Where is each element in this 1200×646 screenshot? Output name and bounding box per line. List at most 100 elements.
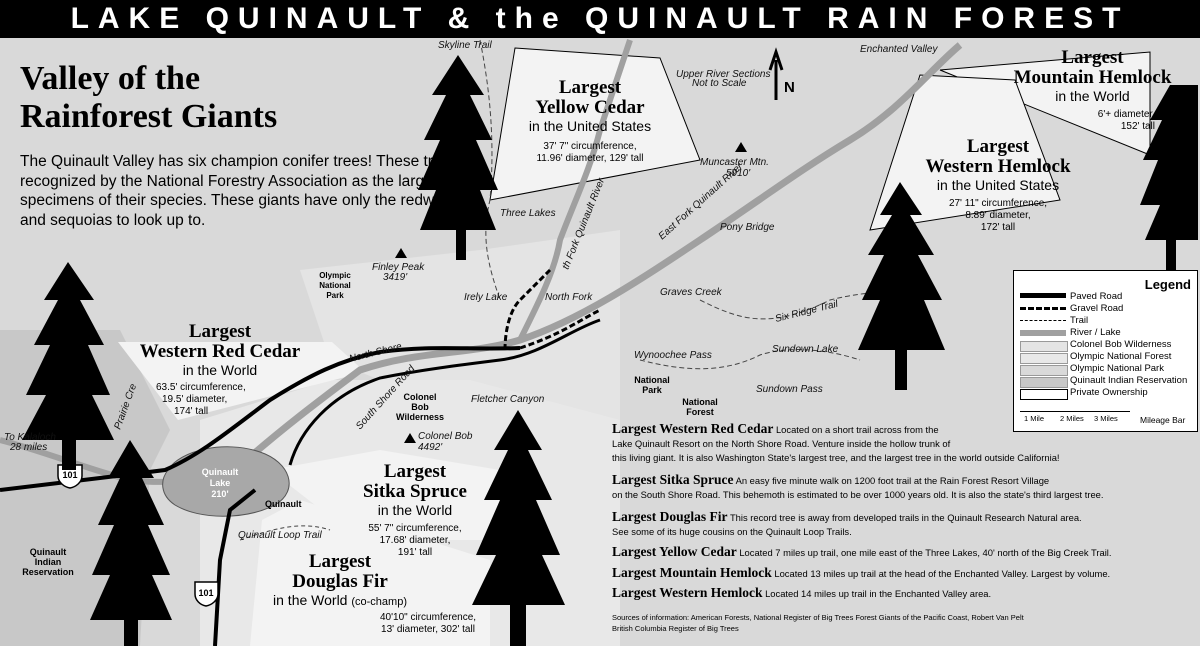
mountain-hemlock-line2: Mountain Hemlock [1013,67,1172,88]
scale-2-miles: 2 Miles [1060,414,1084,423]
north-fork-label: North Fork [545,292,593,303]
description-mountain-hemlock: Largest Mountain Hemlock Located 13 mile… [612,566,1197,581]
description-red-cedar-line2: Lake Quinault Resort on the North Shore … [612,438,951,449]
colonel-bob-elev-label: 4492' [418,442,443,453]
north-label: N [784,79,795,96]
legend-item-river: River / Lake [1070,327,1121,338]
western-hemlock-line1: Largest [966,136,1030,157]
legend-item-wilderness: Colonel Bob Wilderness [1070,339,1172,350]
finley-peak-marker [395,248,407,258]
sitka-spruce-line3: in the World [377,502,453,518]
wilderness-area [300,230,620,420]
yellow-cedar-line3: in the United States [528,118,652,134]
douglas-fir-callout: Largest Douglas Fir in the World (co-cha… [255,552,425,611]
description-sitka-line2: on the South Shore Road. This behemoth i… [612,489,1104,500]
kalaloch-miles-label: 28 miles [9,442,47,453]
red-cedar-callout-panel [118,342,365,420]
sundown-lake-label: Sundown Lake [772,344,839,355]
colonel-bob-label-3: Wilderness [396,412,444,422]
hwy-101-label-a: 101 [62,470,77,480]
description-sitka-head: Largest Sitka Spruce [612,472,734,487]
red-cedar-line2: Western Red Cedar [139,341,301,362]
yellow-cedar-m1: 37' 7" circumference, [543,141,637,152]
legend-title: Legend [1144,277,1191,292]
sources-line2: British Columbia Register of Big Trees [612,624,739,633]
tree-western-hemlock [858,182,945,390]
description-yellow-cedar: Largest Yellow Cedar Located 7 miles up … [612,545,1197,560]
reservation-label-1: Quinault [30,547,67,557]
olympic-np-label-3: Park [326,291,344,300]
upper-river-label: Upper River Sections [676,69,770,80]
sitka-spruce-m3: 191' tall [397,547,433,558]
description-sitka-line1: An easy five minute walk on 1200 foot tr… [735,475,1050,486]
east-fork-river [232,42,963,473]
title-line-2: Rainforest Giants [20,98,278,135]
description-western-hemlock: Largest Western Hemlock Located 14 miles… [612,586,1197,601]
legend-item-paved: Paved Road [1070,291,1123,302]
western-hemlock-line2: Western Hemlock [925,156,1071,177]
sources: Sources of information: American Forests… [612,612,1197,634]
three-lakes-label: Three Lakes [500,208,556,219]
description-western-head: Largest Western Hemlock [612,585,763,600]
page-title: Valley of the Rainforest Giants [20,60,277,136]
banner-title: LAKE QUINAULT & the QUINAULT RAIN FOREST [0,0,1200,38]
description-red-cedar-head: Largest Western Red Cedar [612,421,774,436]
mountain-hemlock-line3: in the World [1055,88,1130,104]
intro-paragraph: The Quinault Valley has six champion con… [20,153,485,229]
description-red-cedar-line3: this living giant. It is also Washington… [612,452,1060,463]
national-forest-label-1: National [682,397,718,407]
sitka-spruce-m2: 17.68' diameter, [379,535,451,546]
colonel-bob-peak-label: Colonel Bob [418,431,473,442]
sitka-spruce-line1: Largest [383,461,447,482]
legend-item-private: Private Ownership [1070,387,1148,398]
legend-item-reservation: Quinault Indian Reservation [1070,375,1188,386]
finley-peak-label: Finley Peak [372,262,425,273]
legend-swatch-private [1020,389,1068,400]
description-mountain-head: Largest Mountain Hemlock [612,565,772,580]
tree-douglas-fir [90,440,172,646]
to-kalaloch-label: To Kalaloch [4,432,56,443]
skyline-trail-label: Skyline Trail [438,40,492,51]
legend-swatch-trail [1020,320,1066,321]
yellow-cedar-line1: Largest [558,77,622,98]
description-red-cedar-line1: Located on a short trail across from the [775,424,939,435]
mountain-hemlock-m2: 152' tall [1120,121,1155,132]
highway-101-shield-b [194,581,219,607]
north-fork-river [517,39,633,342]
yellow-cedar-line2: Yellow Cedar [535,97,645,118]
mountain-hemlock-callout-panel [939,51,1151,156]
wynoochee-label: Wynoochee Pass [634,350,712,361]
douglas-fir-line1: Largest [308,551,372,572]
gravel-road [519,308,601,350]
north-fork-gravel-road [503,268,552,351]
red-cedar-m1: 63.5' circumference, [156,382,246,393]
reservation-label-2: Indian [35,557,62,567]
finley-elev-label: 3419' [383,272,408,283]
not-to-scale-label: Not to Scale [692,78,747,89]
description-red-cedar: Largest Western Red Cedar Located on a s… [612,422,1197,465]
lake-label-3: 210' [211,489,228,499]
tree-mountain-hemlock [1140,85,1198,270]
lake-label-2: Lake [210,478,231,488]
western-hemlock-m2: 8.89' diameter, [965,210,1031,221]
description-yellow-head: Largest Yellow Cedar [612,544,737,559]
legend-swatch-wilderness [1020,341,1068,352]
legend-swatch-forest [1020,353,1068,364]
douglas-fir-measurements: 40'10" circumference, 13' diameter, 302'… [358,612,498,636]
sundown-pass-label: Sundown Pass [756,384,823,395]
muncaster-marker [735,142,747,152]
lake-label-1: Quinault [202,467,239,477]
western-hemlock-callout-panel [869,74,1061,231]
mileage-bar-label: Mileage Bar [1140,415,1186,425]
description-douglas-head: Largest Douglas Fir [612,509,728,524]
mountain-hemlock-line1: Largest [1061,47,1124,68]
scale-1-mile: 1 Mile [1024,414,1045,423]
description-sitka-spruce: Largest Sitka Spruce An easy five minute… [612,473,1197,502]
wynoochee-trail [639,349,861,370]
mountain-hemlock-callout: Largest Mountain Hemlock in the World 6'… [1000,48,1185,133]
colonel-bob-label-2: Bob [411,402,429,412]
legend-item-gravel: Gravel Road [1070,303,1124,314]
douglas-fir-line3-wrap: in the World (co-champ) [255,592,425,611]
red-cedar-line1: Largest [188,321,252,342]
